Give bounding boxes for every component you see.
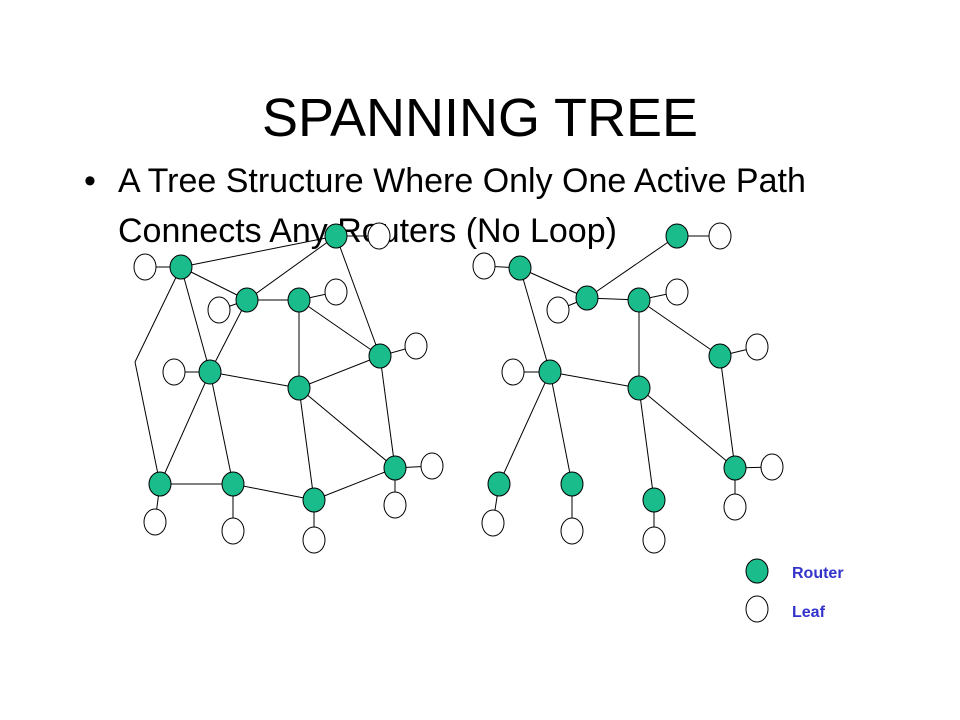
router-node [723,455,747,481]
leaf-node [501,358,525,386]
leaf-node [708,222,732,250]
full-graph-nodes [133,222,444,554]
bullet-item: • A Tree Structure Where Only One Active… [84,156,884,256]
router-node [708,343,732,369]
router-node [235,287,259,313]
router-node [368,343,392,369]
leaf-node [560,517,584,545]
router-node [302,487,326,513]
router-node [560,471,584,497]
router-node [538,359,562,385]
router-node [383,455,407,481]
leaf-node [472,252,496,280]
legend-leaf-icon [745,595,769,623]
router-node [287,287,311,313]
router-node [221,471,245,497]
leaf-node [420,452,444,480]
router-node [287,375,311,401]
leaf-node [324,278,348,306]
leaf-node [723,493,747,521]
bullet-text: A Tree Structure Where Only One Active P… [118,162,806,250]
leaf-node [207,296,231,324]
router-node [575,285,599,311]
router-node [198,359,222,385]
legend: Router Leaf [745,558,844,623]
leaf-node [760,453,784,481]
bullet-icon: • [84,162,96,200]
router-node [665,223,689,249]
leaf-node [404,332,428,360]
leaf-node [665,278,689,306]
leaf-node [221,517,245,545]
router-node [169,254,193,280]
leaf-node [546,296,570,324]
leaf-node [302,526,326,554]
legend-router-icon [745,558,769,584]
router-node [487,471,511,497]
leaf-node [745,333,769,361]
leaf-node [481,509,505,537]
slide-title: SPANNING TREE [261,88,699,148]
router-node [627,375,651,401]
router-node [508,255,532,281]
router-node [642,487,666,513]
leaf-node [162,358,186,386]
router-node [148,471,172,497]
router-node [324,223,348,249]
leaf-node [383,491,407,519]
spanning-tree-nodes [472,222,784,554]
leaf-node [133,253,157,281]
bullet-list: • A Tree Structure Where Only One Active… [84,156,884,256]
leaf-node [143,508,167,536]
router-node [627,287,651,313]
legend-leaf-label: Leaf [792,604,826,621]
legend-router-label: Router [792,565,844,582]
full-graph-edges [134,235,433,540]
leaf-node [642,526,666,554]
leaf-node [367,222,391,250]
